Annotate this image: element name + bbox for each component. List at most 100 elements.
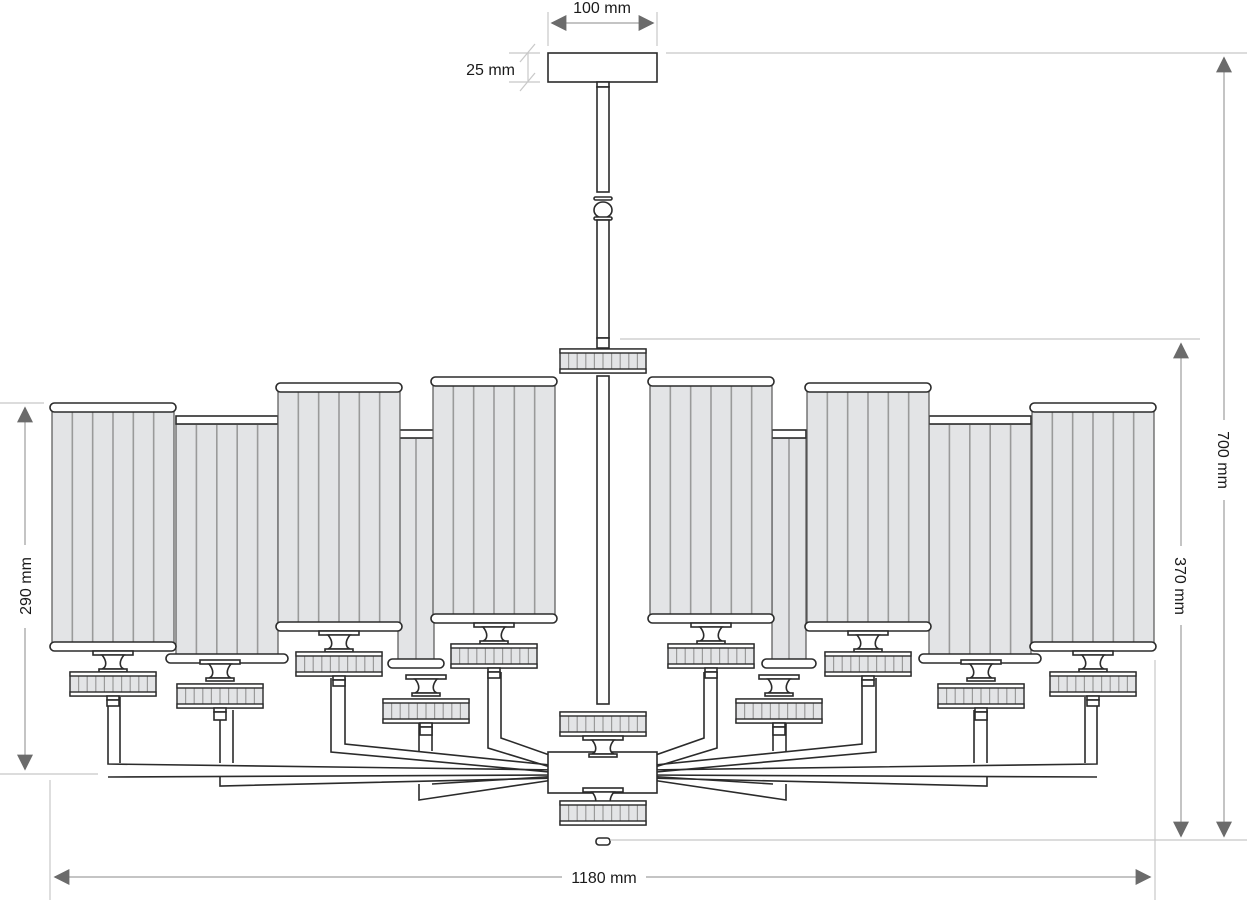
body-height-label: 370 mm [1171, 557, 1188, 615]
shade-top-rim [1029, 402, 1157, 413]
candle-socket [847, 630, 889, 653]
stem [974, 711, 988, 721]
candle-socket [318, 630, 360, 653]
cup-band-top [735, 698, 823, 704]
arm-segment [644, 678, 877, 774]
dimension-shade-height: 290 mm [0, 402, 98, 775]
arm-segment [644, 678, 863, 767]
lamp-shade-back [761, 429, 817, 669]
cup-band-top [69, 671, 157, 677]
shade-top-rim [175, 415, 279, 425]
candle-socket [758, 674, 800, 697]
lamp-shade [647, 376, 775, 624]
shade-top-rim [647, 376, 775, 387]
lamp-shade [275, 382, 403, 632]
socket-body [855, 634, 881, 650]
arm-segment [644, 774, 1098, 778]
cup-band-top [559, 800, 647, 806]
shade-bottom-rim [275, 621, 403, 632]
bobeche-cup [735, 698, 823, 724]
total-height-label: 700 mm [1214, 431, 1231, 489]
arm-segment [644, 778, 787, 801]
arm-segment [487, 672, 561, 771]
arm-segment [219, 777, 561, 787]
bobeche-cup [382, 698, 470, 724]
arm-segment [644, 775, 774, 785]
candle-socket [405, 674, 447, 697]
socket-base [966, 677, 996, 682]
arm-segment [644, 697, 1098, 771]
arm-segment [644, 777, 988, 787]
candle-socket [1072, 650, 1114, 673]
socket-body [1080, 654, 1106, 670]
shade-bottom-rim [647, 613, 775, 624]
socket-body [766, 678, 792, 694]
shade-bottom-rim [49, 641, 177, 652]
cup-band-bottom [559, 820, 647, 826]
candle-socket [960, 659, 1002, 682]
arm-segment [431, 775, 561, 785]
socket-base [764, 692, 794, 697]
dimension-total-height: 700 mm [666, 52, 1247, 838]
dimension-body-height: 370 mm [610, 338, 1247, 841]
lamp-shade [49, 402, 177, 652]
stem [1086, 699, 1100, 707]
lamp-shade [430, 376, 558, 624]
cup-band-top [450, 643, 538, 649]
shade-bottom-rim [430, 613, 558, 624]
socket-body [100, 654, 126, 670]
lamp-shade-back [918, 415, 1042, 664]
stem [332, 679, 346, 687]
cup-band-top [824, 651, 912, 657]
cup-band-top [176, 683, 264, 689]
shade-bottom-rim [1029, 641, 1157, 652]
arm-segment [107, 774, 561, 778]
lamp-shade [1029, 402, 1157, 652]
center-cups [559, 348, 647, 826]
socket-body [698, 626, 724, 642]
bobeche-cup [667, 643, 755, 669]
cup-band-top [382, 698, 470, 704]
socket-body [326, 634, 352, 650]
shade-top-rim [430, 376, 558, 387]
stem [213, 711, 227, 721]
socket-body [413, 678, 439, 694]
arm-segment [330, 678, 561, 774]
arm-segment [344, 678, 561, 767]
candle-socket [690, 622, 732, 645]
candle-socket [199, 659, 241, 682]
suspension-rod [593, 81, 613, 705]
shade-top-rim [928, 415, 1032, 425]
back-shades [165, 415, 1042, 669]
stem [106, 699, 120, 707]
socket-base [205, 677, 235, 682]
bobeche-cup [824, 651, 912, 677]
candle-socket [582, 735, 624, 758]
arm-segment [418, 778, 561, 801]
dimension-total-width: 1180 mm [49, 660, 1156, 900]
stem [419, 726, 433, 736]
front-shades [49, 376, 1157, 707]
lamp-shade [804, 382, 932, 632]
socket-body [590, 739, 616, 755]
dimension-canopy-width: 100 mm [547, 0, 658, 46]
shade-top-rim [275, 382, 403, 393]
stem [861, 679, 875, 687]
cup-band-top [295, 651, 383, 657]
bobeche-cup [559, 800, 647, 826]
canopy-width-label: 100 mm [573, 0, 631, 17]
dimension-canopy-height: 25 mm [466, 43, 540, 92]
socket-body [207, 663, 233, 679]
canopy [547, 52, 658, 83]
socket-body [481, 626, 507, 642]
shade-bottom-rim [387, 658, 445, 669]
bobeche-cup [69, 671, 157, 697]
cup-band-bottom [559, 368, 647, 374]
stem [772, 726, 786, 736]
bobeche-cup [559, 348, 647, 374]
candle-socket [92, 650, 134, 673]
shade-height-label: 290 mm [18, 557, 35, 615]
shade-top-rim [397, 429, 435, 439]
cup-band-top [559, 348, 647, 354]
